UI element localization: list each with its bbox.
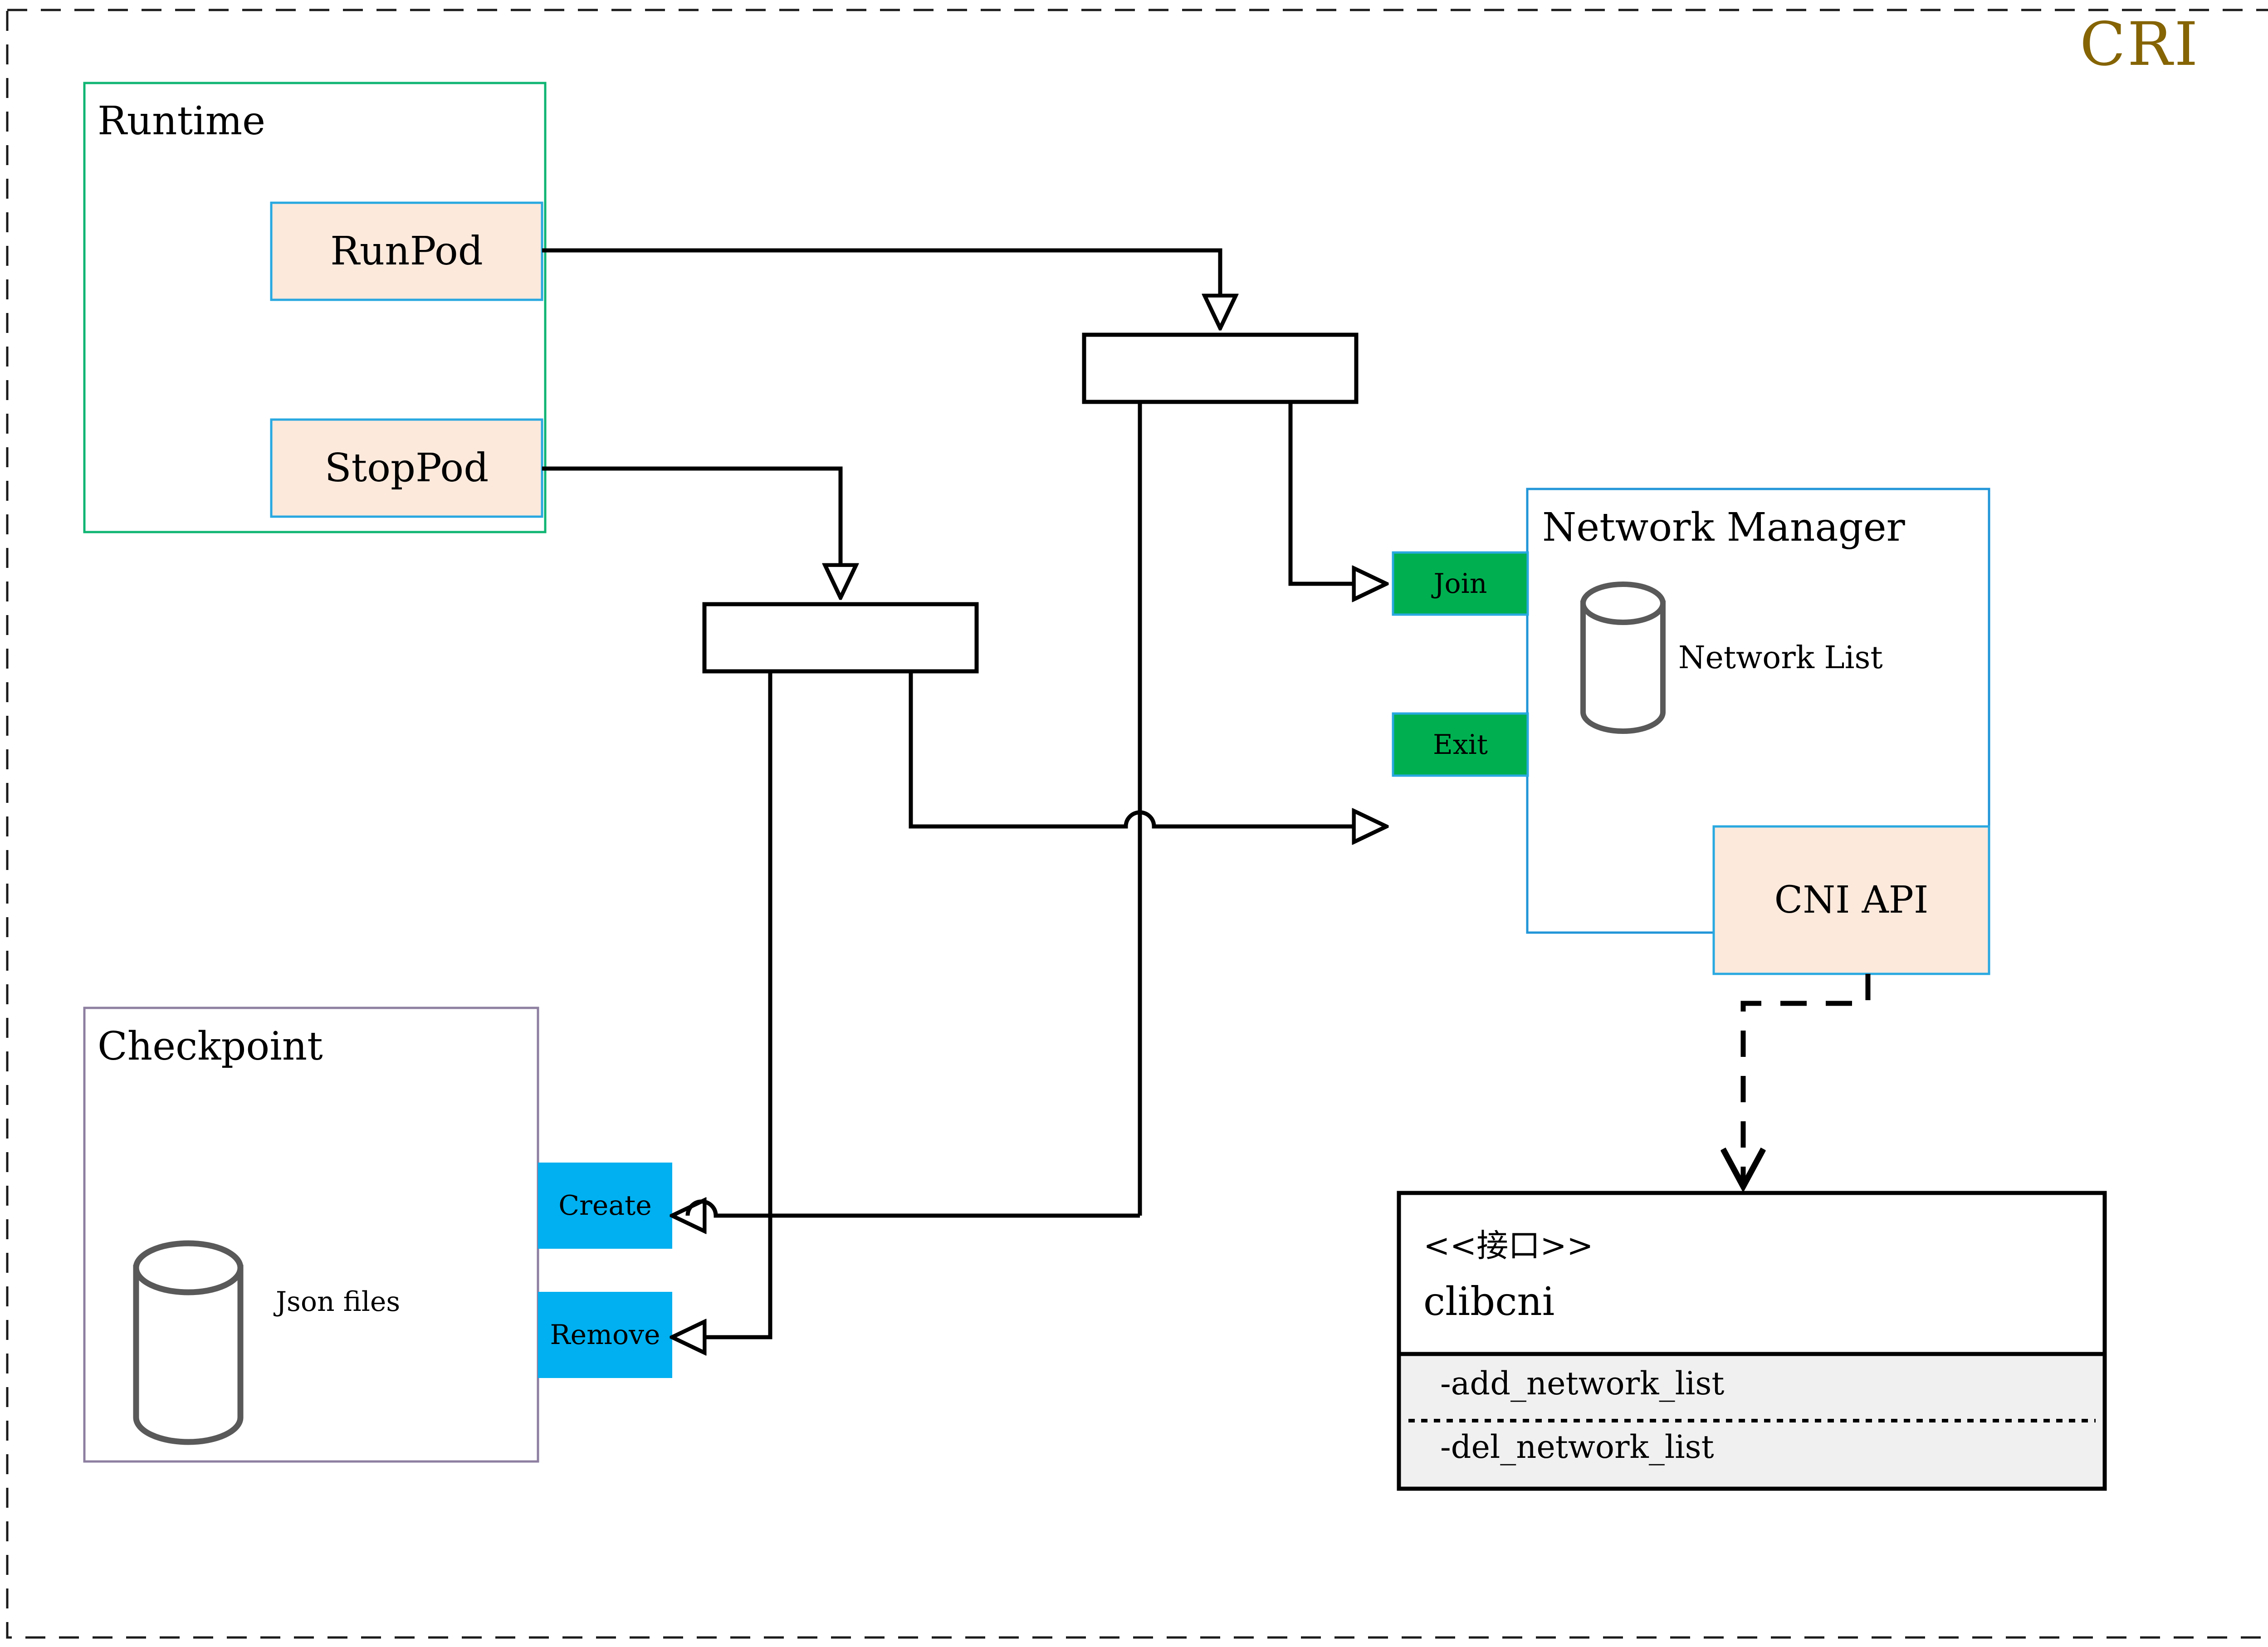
join-box[interactable] [1392, 551, 1529, 616]
cni-api-box[interactable] [1712, 825, 1990, 975]
edge-stoppod-to-bar [542, 466, 841, 597]
edge-bar-to-remove [672, 671, 772, 1337]
fork-bar-stoppod [702, 602, 979, 674]
edge-runpod-to-bar [542, 248, 1220, 328]
edge-bar-to-join [1288, 402, 1386, 584]
exit-box[interactable] [1392, 712, 1529, 777]
edge-bar-to-create-horizontal [672, 1202, 1140, 1216]
create-box[interactable] [538, 1163, 672, 1249]
edge-bar-to-exit [909, 671, 1386, 826]
create-line-hop-arc [685, 1199, 718, 1216]
stoppod-box[interactable] [270, 418, 543, 518]
edge-cniapi-to-clibcni [1743, 974, 1871, 1185]
json-files-cylinder-icon [133, 1240, 244, 1445]
outer-frame [6, 9, 2268, 1639]
runpod-box[interactable] [270, 201, 543, 301]
fork-bar-runpod [1082, 332, 1359, 404]
remove-box[interactable] [538, 1292, 672, 1378]
network-list-cylinder-icon [1580, 582, 1666, 734]
